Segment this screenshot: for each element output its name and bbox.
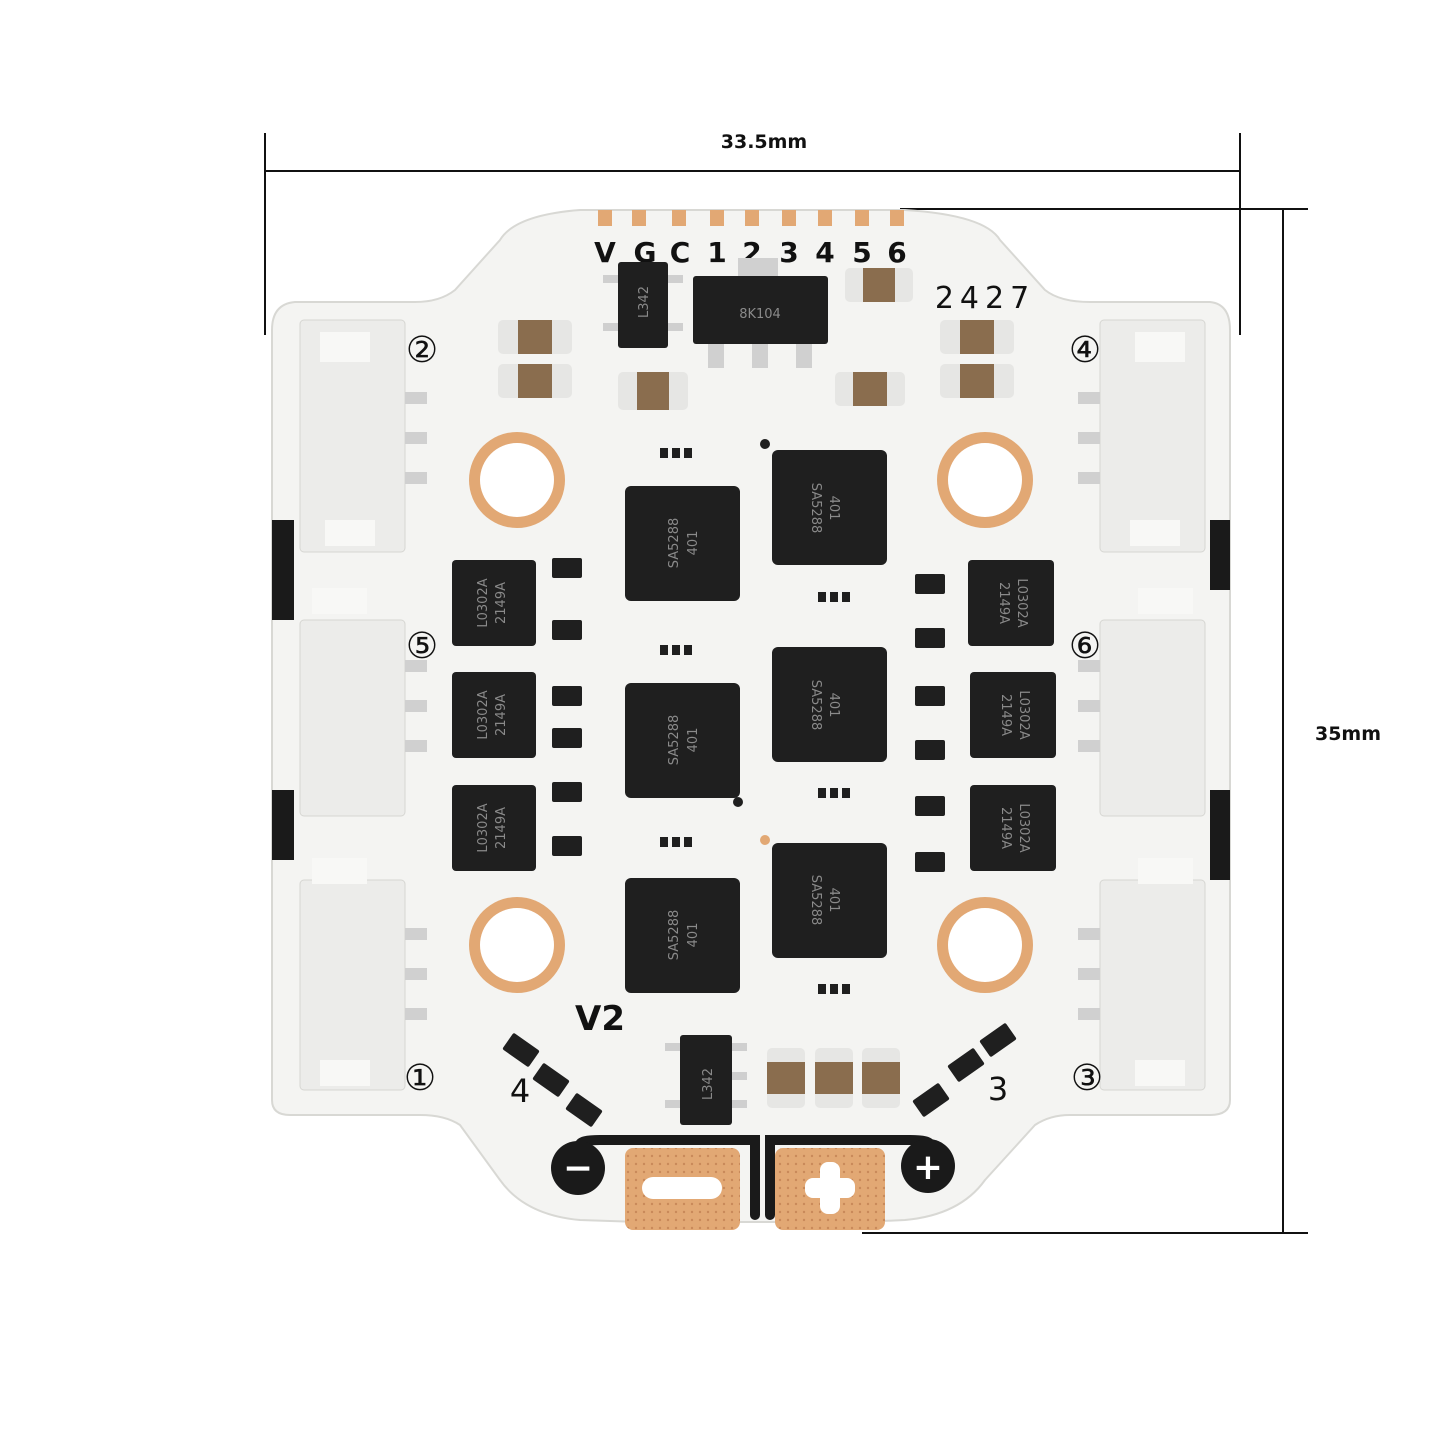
pin-label-3: 3 — [779, 236, 798, 269]
driver-marking-line2: 401 — [686, 531, 701, 556]
top-small-ic: L342 — [603, 262, 683, 348]
driver-marking-line2: 401 — [826, 693, 841, 718]
height-dimension: 35mm — [862, 208, 1381, 1234]
mosfet-marking-line2: 2149A — [996, 582, 1011, 624]
voltage-regulator: 8K104 — [693, 258, 828, 368]
pin-label-c: C — [670, 236, 691, 269]
driver-marking-line1: SA5288 — [667, 910, 682, 960]
motor-labels: ① ② ③ ④ ⑤ ⑥ — [404, 330, 1103, 1099]
mosfet-marking-line2: 2149A — [998, 694, 1013, 736]
pin-label-4: 4 — [815, 236, 834, 269]
mosfet-chip: L0302A 2149A — [970, 785, 1056, 871]
mosfet-chip: L0302A 2149A — [970, 672, 1056, 758]
motor-label-3: ③ — [1071, 1058, 1103, 1099]
mosfet-marking-line1: L0302A — [1016, 803, 1031, 852]
motor-label-5: ⑤ — [406, 626, 438, 667]
regulator-marking: 8K104 — [739, 307, 781, 322]
bottom-small-ic: L342 — [665, 1035, 747, 1125]
capacitors — [498, 268, 1014, 410]
pin-label-6: 6 — [887, 236, 906, 269]
driver-chip: SA5288 401 — [625, 486, 740, 601]
mosfet-marking-line2: 2149A — [494, 807, 509, 849]
mosfet-marking-line2: 2149A — [494, 582, 509, 624]
mosfet-marking-line2: 2149A — [494, 694, 509, 736]
positive-power-pad — [775, 1148, 885, 1230]
bottom-motor-number-3: 3 — [988, 1070, 1008, 1108]
mosfet-marking-line1: L0302A — [1014, 578, 1029, 627]
motor-connector-left-bottom — [299, 858, 427, 1091]
bottom-diodes — [502, 1023, 1017, 1127]
mosfet-marking-line1: L0302A — [1016, 690, 1031, 739]
version-label: V2 — [575, 999, 625, 1039]
motor-label-2: ② — [406, 330, 438, 371]
signal-pads — [598, 210, 904, 226]
mosfet-marking-line1: L0302A — [476, 690, 491, 739]
mosfet-chip: L0302A 2149A — [452, 785, 536, 871]
positive-symbol: + — [901, 1139, 955, 1193]
motor-connector-left-middle — [299, 588, 427, 817]
motor-connector-right-bottom — [1078, 858, 1206, 1091]
motor-connector-left-top — [299, 319, 427, 553]
positive-sign: + — [913, 1147, 943, 1188]
negative-symbol: − — [551, 1141, 605, 1195]
driver-chip: SA5288 401 — [772, 647, 887, 762]
width-dimension: 33.5mm — [264, 131, 1241, 335]
motor-label-6: ⑥ — [1069, 626, 1101, 667]
negative-power-pad — [625, 1148, 740, 1230]
motor-label-4: ④ — [1069, 330, 1101, 371]
width-label: 33.5mm — [721, 131, 807, 153]
pin-label-g: G — [634, 236, 657, 269]
bottom-motor-number-4: 4 — [510, 1072, 530, 1110]
driver-marking-line1: SA5288 — [808, 680, 823, 730]
driver-chip: SA5288 401 — [625, 683, 740, 798]
mounting-holes — [469, 432, 1033, 993]
motor-label-1: ① — [404, 1058, 436, 1099]
mosfet-marking-line2: 2149A — [998, 807, 1013, 849]
driver-marking-line1: SA5288 — [667, 715, 682, 765]
negative-sign: − — [563, 1148, 593, 1189]
mosfet-chip: L0302A 2149A — [452, 672, 536, 758]
bottom-capacitors — [767, 1048, 900, 1108]
mosfet-marking-line1: L0302A — [476, 578, 491, 627]
driver-chip: SA5288 401 — [625, 878, 740, 993]
driver-marking-line2: 401 — [826, 496, 841, 521]
mosfet-chip: L0302A 2149A — [968, 560, 1054, 646]
driver-marking-line1: SA5288 — [808, 483, 823, 533]
driver-marking-line2: 401 — [826, 888, 841, 913]
pin-label-5: 5 — [852, 236, 871, 269]
driver-chip: SA5288 401 — [772, 450, 887, 565]
board-edge-components — [272, 520, 1230, 880]
fiducial-dot — [760, 835, 770, 845]
small-smd-components — [552, 439, 945, 994]
driver-marking-line2: 401 — [686, 728, 701, 753]
board-code: 2427 — [935, 281, 1035, 316]
mosfet-chip: L0302A 2149A — [452, 560, 536, 646]
driver-marking-line1: SA5288 — [808, 875, 823, 925]
driver-chip: SA5288 401 — [772, 843, 887, 958]
mosfet-marking-line1: L0302A — [476, 803, 491, 852]
pin-labels: V G C 1 2 3 4 5 6 — [594, 236, 907, 269]
motor-connector-right-middle — [1078, 588, 1206, 817]
bottom-small-ic-marking: L342 — [701, 1068, 716, 1100]
top-small-ic-marking: L342 — [637, 286, 652, 318]
driver-marking-line2: 401 — [686, 923, 701, 948]
height-label: 35mm — [1315, 723, 1381, 745]
pin-label-1: 1 — [707, 236, 726, 269]
motor-connector-right-top — [1078, 319, 1206, 553]
pin-label-v: V — [594, 236, 616, 269]
driver-marking-line1: SA5288 — [667, 518, 682, 568]
